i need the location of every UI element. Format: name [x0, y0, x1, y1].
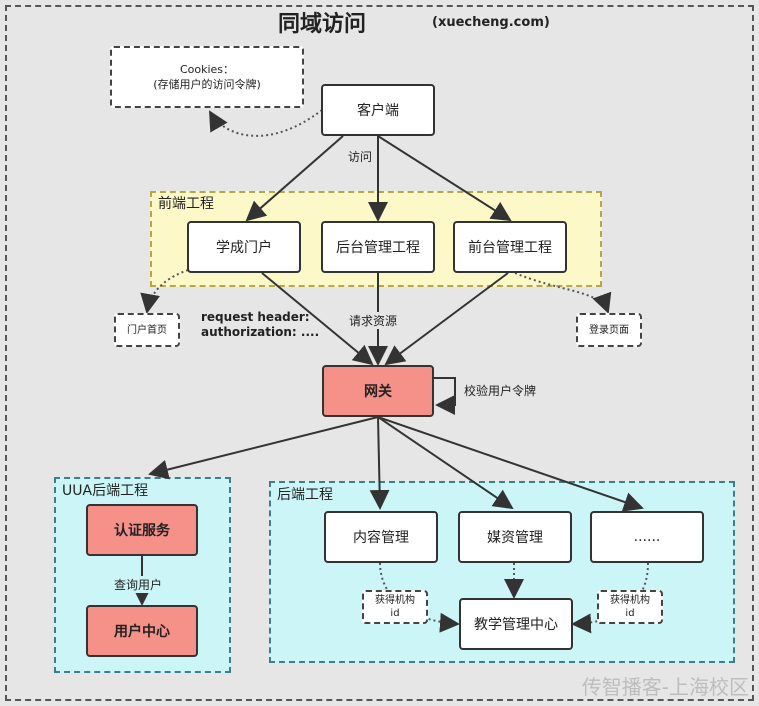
more-services-node: ......	[590, 511, 704, 563]
edge-frontdesk-login	[514, 272, 612, 314]
diagram-frame	[5, 5, 754, 701]
get-org-id-right-line1: 获得机构	[610, 595, 650, 606]
diagram-subtitle: (xuecheng.com)	[432, 15, 550, 30]
edge-client-cookies	[208, 109, 323, 137]
visit-label: 访问	[346, 148, 375, 165]
auth-service-node: 认证服务	[86, 504, 198, 556]
cookies-note-line2: (存储用户的访问令牌)	[153, 78, 261, 91]
uaa-group-label: UUA后端工程	[62, 483, 149, 499]
get-org-id-right-node: 获得机构 id	[597, 590, 663, 624]
edge-frontdesk-gateway	[384, 272, 509, 366]
edge-portal-home	[140, 269, 189, 314]
edge-gateway-self	[433, 377, 456, 415]
admin-project-node: 后台管理工程	[321, 221, 435, 273]
request-header-annotation: request header: authorization: ....	[201, 310, 319, 340]
edge-gateway-more	[377, 416, 644, 512]
edge-client-portal	[245, 135, 344, 222]
get-org-id-left-node: 获得机构 id	[362, 590, 428, 624]
gateway-node: 网关	[322, 365, 434, 417]
diagram-title: 同域访问	[278, 12, 367, 37]
edge-gateway-content	[369, 416, 390, 510]
authorization-text: authorization: ....	[201, 325, 320, 339]
verify-token-label: 校验用户令牌	[464, 384, 537, 398]
watermark: 传智播客-上海校区	[581, 675, 749, 699]
get-org-id-left-line1: 获得机构	[375, 595, 415, 606]
edge-gateway-media	[377, 416, 514, 510]
query-user-label: 查询用户	[112, 576, 165, 593]
frontdesk-project-node: 前台管理工程	[453, 221, 567, 273]
backend-group-label: 后端工程	[277, 487, 333, 503]
get-org-id-right-line2: id	[625, 608, 635, 619]
user-center-node: 用户中心	[86, 605, 198, 657]
xuecheng-portal-node: 学成门户	[187, 221, 301, 273]
teaching-center-node: 教学管理中心	[459, 598, 573, 650]
edge-gateway-auth	[148, 416, 379, 480]
get-org-id-left-line2: id	[390, 608, 400, 619]
request-resource-label: 请求资源	[347, 312, 400, 329]
cookies-note: Cookies： (存储用户的访问令牌)	[110, 46, 304, 108]
portal-home-node: 门户首页	[114, 313, 180, 347]
edge-content-teaching	[379, 562, 460, 633]
edge-portal-gateway	[261, 272, 374, 366]
login-page-node: 登录页面	[576, 313, 642, 347]
content-management-node: 内容管理	[324, 511, 438, 563]
client-node: 客户端	[321, 84, 435, 136]
media-management-node: 媒资管理	[458, 511, 572, 563]
edge-client-frontdesk	[377, 135, 512, 222]
request-header-text: request header:	[201, 310, 310, 324]
frontend-group-label: 前端工程	[158, 196, 214, 212]
cookies-note-line1: Cookies：	[179, 63, 235, 76]
